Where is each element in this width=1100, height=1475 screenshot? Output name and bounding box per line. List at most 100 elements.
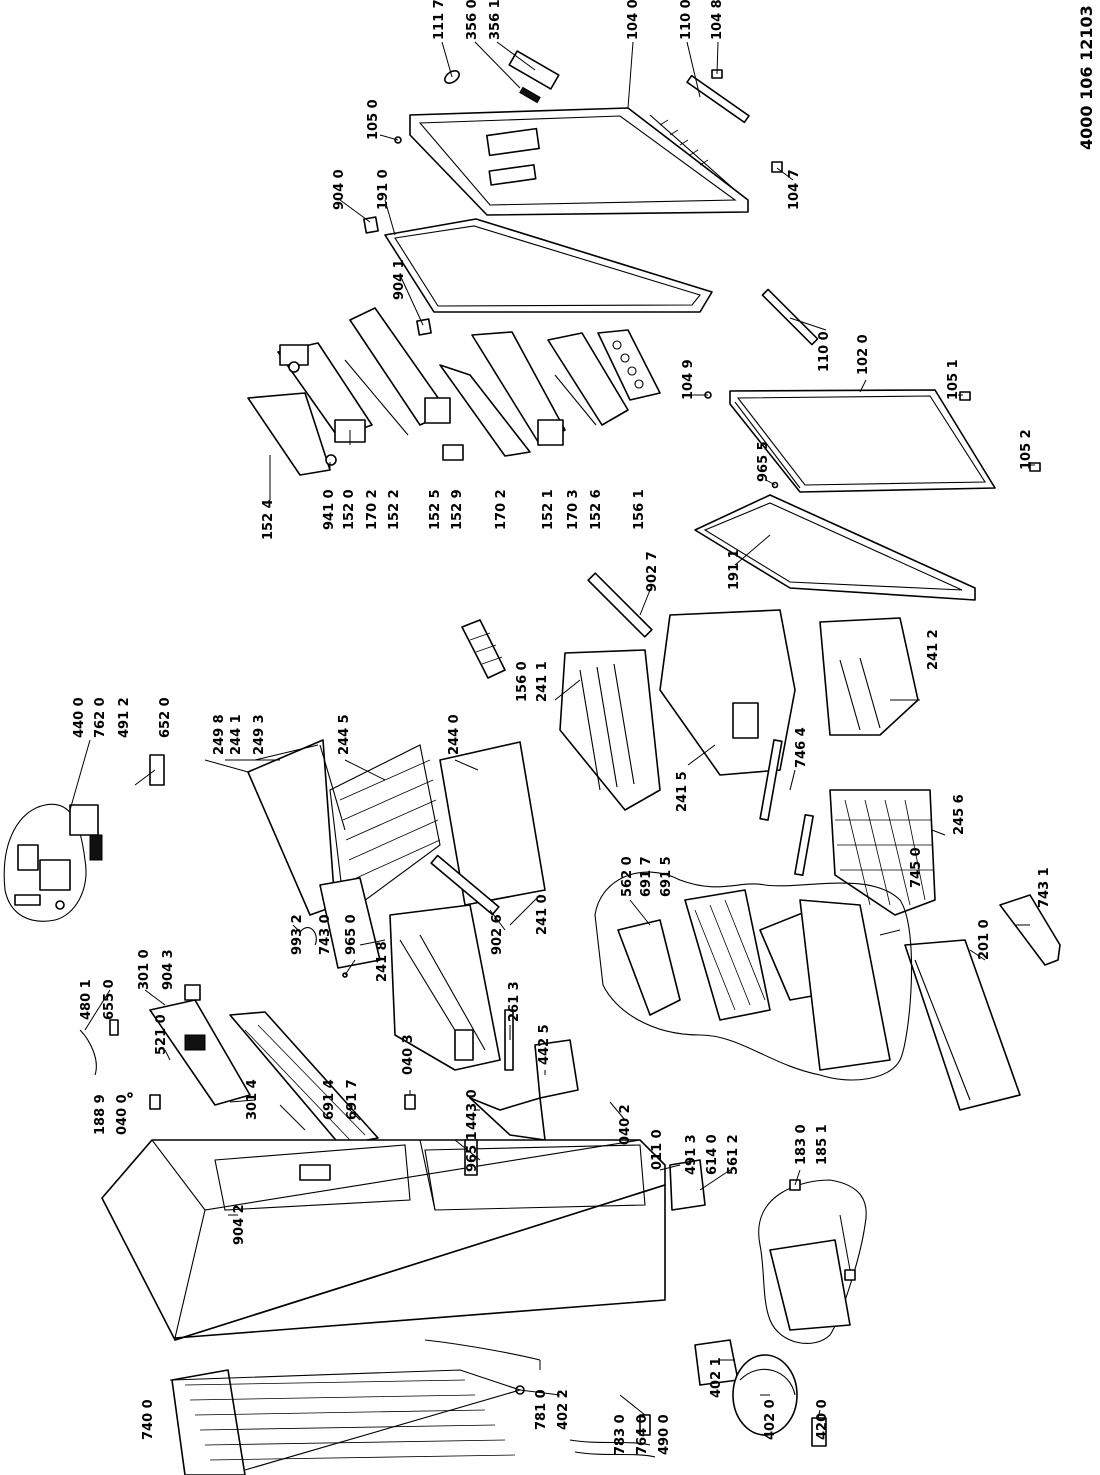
callout-label: 152 2	[387, 489, 402, 530]
callout-label: 420 0	[815, 1399, 830, 1440]
callout-label: 745 0	[909, 847, 924, 888]
freezer-drawers	[461, 572, 919, 811]
callout-label: 241 0	[535, 894, 550, 935]
callout-label: 443 0	[465, 1089, 480, 1130]
callout-label: 614 0	[705, 1134, 720, 1175]
callout-label: 104 7	[787, 169, 802, 210]
callout-label: 490 0	[657, 1414, 672, 1455]
inner-components	[79, 927, 579, 1146]
callout-label: 241 1	[535, 661, 550, 702]
callout-label: 356 0	[465, 0, 480, 40]
callout-label: 191 1	[727, 549, 742, 590]
callout-label: 261 3	[507, 981, 522, 1022]
upper-door	[409, 107, 749, 216]
callout-label: 442 5	[537, 1024, 552, 1065]
condenser	[171, 1369, 522, 1475]
callout-label: 244 0	[447, 714, 462, 755]
callout-labels: 111 7 356 0 356 1 104 0 110 0 104 8 105 …	[72, 0, 1052, 1455]
callout-label: 244 1	[229, 714, 244, 755]
callout-label: 691 7	[639, 856, 654, 897]
document-number: 4000 106 12103	[1077, 5, 1096, 150]
callout-label: 105 2	[1019, 429, 1034, 470]
callout-label: 152 9	[450, 489, 465, 530]
callout-label: 440 0	[72, 697, 87, 738]
callout-label: 783 0	[613, 1414, 628, 1455]
callout-label: 402 1	[709, 1357, 724, 1398]
callout-label: 185 1	[815, 1124, 830, 1165]
callout-label: 691 7	[345, 1079, 360, 1120]
callout-label: 902 7	[645, 551, 660, 592]
callout-label: 965 1	[465, 1131, 480, 1172]
callout-label: 156 1	[632, 489, 647, 530]
callout-label: 152 5	[428, 489, 443, 530]
callout-label: 480 1	[79, 979, 94, 1020]
callout-label: 652 0	[158, 697, 173, 738]
callout-label: 183 0	[794, 1124, 809, 1165]
lower-door-gasket	[694, 494, 976, 601]
callout-label: 249 8	[212, 714, 227, 755]
callout-label: 904 0	[332, 169, 347, 210]
callout-label: 941 0	[322, 489, 337, 530]
glass-shelves	[149, 739, 546, 969]
callout-label: 244 5	[337, 714, 352, 755]
freezer-components	[759, 739, 1061, 1111]
callout-label: 110 0	[679, 0, 694, 40]
callout-label: 764 0	[635, 1414, 650, 1455]
callout-label: 562 0	[620, 856, 635, 897]
bottom-plate-blob	[758, 1179, 867, 1344]
callout-label: 249 3	[252, 714, 267, 755]
callout-label: 762 0	[93, 697, 108, 738]
compressor-area	[424, 1159, 827, 1458]
callout-label: 356 1	[488, 0, 503, 40]
callout-label: 011 0	[650, 1129, 665, 1170]
callout-label: 743 1	[1037, 867, 1052, 908]
callout-label: 965 5	[756, 441, 771, 482]
callout-label: 040 3	[401, 1034, 416, 1075]
callout-label: 040 0	[115, 1094, 130, 1135]
callout-label: 491 3	[684, 1134, 699, 1175]
callout-label: 241 5	[675, 771, 690, 812]
callout-label: 156 0	[515, 661, 530, 702]
leader-lines	[69, 41, 1035, 1419]
callout-label: 521 0	[154, 1014, 169, 1055]
callout-label: 993 2	[290, 914, 305, 955]
callout-label: 152 4	[261, 499, 276, 540]
callout-label: 170 3	[566, 489, 581, 530]
callout-label: 102 0	[856, 334, 871, 375]
freezer-drawer	[389, 904, 501, 1071]
callout-label: 245 6	[952, 794, 967, 835]
callout-label: 561 2	[726, 1134, 741, 1175]
main-cabinet	[101, 1139, 666, 1341]
callout-label: 170 2	[494, 489, 509, 530]
callout-label: 655 0	[102, 979, 117, 1020]
callout-label: 170 2	[365, 489, 380, 530]
upper-door-gasket	[384, 218, 713, 313]
callout-label: 152 6	[589, 489, 604, 530]
callout-label: 746 4	[794, 727, 809, 768]
callout-label: 691 5	[659, 856, 674, 897]
lower-door	[704, 288, 1041, 493]
callout-label: 904 2	[232, 1204, 247, 1245]
callout-label: 040 2	[618, 1104, 633, 1145]
callout-label: 781 0	[534, 1389, 549, 1430]
callout-label: 110 0	[817, 331, 832, 372]
callout-label: 902 6	[490, 914, 505, 955]
callout-label: 491 2	[117, 697, 132, 738]
callout-label: 241 8	[375, 941, 390, 982]
callout-label: 904 3	[161, 949, 176, 990]
door-shelves	[247, 307, 661, 476]
callout-label: 105 0	[366, 99, 381, 140]
callout-label: 691 4	[322, 1079, 337, 1120]
callout-label: 105 1	[946, 359, 961, 400]
callout-label: 904 1	[392, 259, 407, 300]
control-blob	[3, 803, 103, 922]
callout-label: 301 0	[137, 949, 152, 990]
callout-label: 743 0	[318, 914, 333, 955]
callout-label: 241 2	[926, 629, 941, 670]
callout-label: 152 1	[541, 489, 556, 530]
evaporator-assembly	[594, 871, 913, 1081]
callout-label: 965 0	[344, 914, 359, 955]
callout-label: 111 7	[432, 0, 447, 40]
callout-label: 301 4	[245, 1079, 260, 1120]
